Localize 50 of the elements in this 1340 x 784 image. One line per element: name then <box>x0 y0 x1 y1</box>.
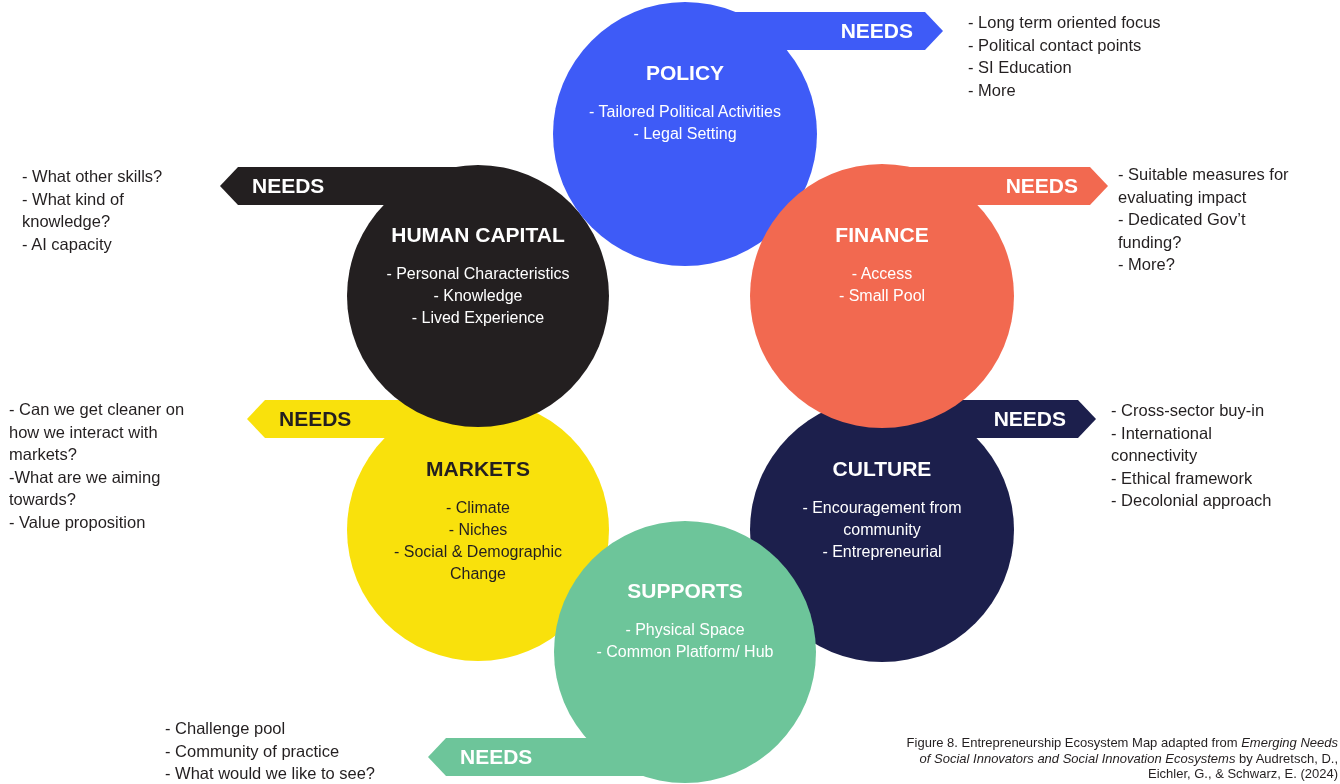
needs-label: NEEDS <box>993 407 1066 431</box>
category-title: SUPPORTS <box>626 578 744 604</box>
needs-item: - Suitable measures for evaluating impact <box>1118 164 1290 208</box>
category-item: - Entrepreneurial <box>821 542 943 562</box>
needs-item: - Community of practice <box>165 740 341 762</box>
needs-item: - Value proposition <box>9 511 147 533</box>
category-item: - Tailored Political Activities <box>588 102 782 122</box>
category-item: - Physical Space <box>624 620 746 640</box>
needs-item: - More <box>968 79 1017 101</box>
needs-item: - Cross-sector buy-in <box>1111 400 1266 421</box>
needs-item: - Can we get cleaner on how we interact with markets? <box>9 399 186 465</box>
needs-item: - More? <box>1118 254 1176 275</box>
category-item: - Legal Setting <box>632 124 738 144</box>
needs-label: NEEDS <box>460 745 533 769</box>
needs-item: -What are we aiming towards? <box>9 466 162 510</box>
category-item: - Lived Experience <box>410 308 546 328</box>
needs-item: - Ethical framework <box>1111 467 1254 489</box>
needs-item: - Challenge pool <box>165 718 287 739</box>
category-title: HUMAN CAPITAL <box>390 222 566 248</box>
category-item: - Small Pool <box>837 286 927 306</box>
category-title: MARKETS <box>425 456 531 482</box>
needs-item: - AI capacity <box>22 233 113 255</box>
needs-item: - International connectivity <box>1111 422 1213 466</box>
category-item: - Climate <box>445 498 511 518</box>
category-item: - Access <box>850 264 914 284</box>
figure-caption: Figure 8. Entrepreneurship Ecosystem Map adapted from Emerging Needs of Social Innovators and Social Innovation Ecosystems by Audretsch, D., Eichler, G., & Schwarz, E. (2024) <box>905 735 1338 782</box>
category-item: - Knowledge <box>432 286 524 306</box>
needs-item: - Political contact points <box>968 34 1143 56</box>
needs-label: NEEDS <box>840 19 913 43</box>
category-item: - Personal Characteristics <box>385 264 571 284</box>
needs-label: NEEDS <box>252 174 325 198</box>
circle-with-arrow-tab <box>247 399 609 661</box>
category-item: - Social & Demographic Change <box>392 542 564 584</box>
needs-item: - SI Education <box>968 57 1073 78</box>
category-item: - Common Platform/ Hub <box>595 642 775 662</box>
circle-with-arrow-tab <box>220 165 609 427</box>
category-item: - Encouragement from community <box>801 498 963 540</box>
needs-item: - Dedicated Gov’t funding? <box>1118 209 1247 253</box>
category-title: POLICY <box>644 60 726 86</box>
circle-with-arrow-tab <box>750 164 1108 428</box>
needs-label: NEEDS <box>1005 174 1078 198</box>
needs-item: - Long term oriented focus <box>968 12 1162 33</box>
needs-item: - What other skills? <box>22 166 164 187</box>
category-title: CULTURE <box>831 456 933 482</box>
category-title: FINANCE <box>834 222 930 248</box>
category-item: - Niches <box>447 520 509 540</box>
needs-item: - What kind of knowledge? <box>22 188 125 232</box>
needs-label: NEEDS <box>279 407 352 431</box>
needs-item: - Decolonial approach <box>1111 490 1273 511</box>
needs-item: - What would we like to see? <box>165 763 376 784</box>
